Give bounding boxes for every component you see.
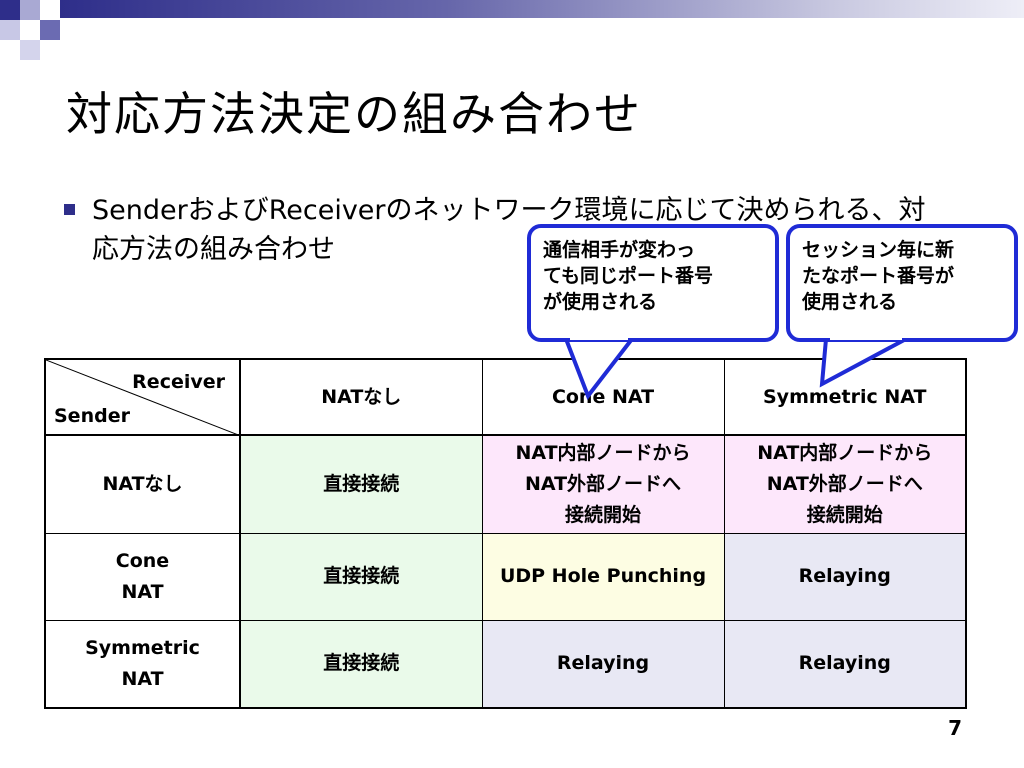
table-row: Cone NAT 直接接続 UDP Hole Punching Relaying [44, 532, 967, 621]
row-header-line: NATなし [102, 472, 183, 495]
table-row: Symmetric NAT 直接接続 Relaying Relaying [44, 619, 967, 709]
table-cell: Relaying [723, 619, 967, 709]
row-header-line: NAT [121, 580, 164, 603]
column-header: Cone NAT [481, 358, 725, 436]
decor-square [20, 0, 40, 20]
callout-line: が使用される [543, 291, 658, 313]
row-header-line: Cone [115, 549, 170, 572]
table-cell: NAT内部ノードから NAT外部ノードへ 接続開始 [481, 434, 725, 534]
callout-cone-nat: 通信相手が変わっ ても同じポート番号 が使用される [527, 224, 779, 342]
cell-line: 接続開始 [806, 503, 883, 526]
cell-line: 直接接続 [323, 652, 400, 675]
table-cell: 直接接続 [239, 434, 483, 534]
decor-square [20, 40, 40, 60]
table-header-row: Receiver Sender NATなし Cone NAT Symmetric… [44, 358, 967, 436]
callout-line: ても同じポート番号 [543, 265, 714, 287]
table-cell: 直接接続 [239, 532, 483, 621]
row-header: Symmetric NAT [44, 619, 241, 709]
corner-receiver-label: Receiver [132, 371, 225, 393]
row-header: NATなし [44, 434, 241, 534]
cell-line: UDP Hole Punching [499, 565, 707, 587]
callout-line: セッション毎に新 [802, 239, 955, 261]
decor-square [0, 20, 20, 40]
table-cell: 直接接続 [239, 619, 483, 709]
diagonal-line [46, 360, 241, 436]
corner-cell: Receiver Sender [44, 358, 241, 436]
cell-line: Relaying [798, 565, 891, 587]
cell-line: NAT外部ノードへ [766, 472, 923, 495]
cell-line: 接続開始 [564, 503, 641, 526]
cell-line: 直接接続 [323, 472, 400, 495]
cell-line: Relaying [798, 652, 891, 675]
corner-sender-label: Sender [54, 405, 130, 427]
nat-combination-table: Receiver Sender NATなし Cone NAT Symmetric… [44, 358, 967, 709]
column-header: NATなし [239, 358, 483, 436]
decor-square [40, 20, 60, 40]
cell-line: NAT内部ノードから [757, 441, 933, 464]
header-gradient-bar [60, 0, 1024, 18]
bullet-text: SenderおよびReceiverのネットワーク環境に応じて決められる、対応方法… [92, 195, 926, 265]
decor-square [20, 20, 41, 40]
cell-line: NAT内部ノードから [515, 441, 691, 464]
column-header: Symmetric NAT [723, 358, 967, 436]
callout-line: 使用される [802, 291, 898, 313]
table-cell: Relaying [723, 532, 967, 621]
bullet-square-icon [64, 204, 75, 215]
table-row: NATなし 直接接続 NAT内部ノードから NAT外部ノードへ 接続開始 NAT… [44, 434, 967, 534]
callout-symmetric-nat: セッション毎に新 たなポート番号が 使用される [786, 224, 1018, 342]
slide-title: 対応方法決定の組み合わせ [66, 87, 642, 141]
page-number: 7 [948, 716, 962, 740]
row-header: Cone NAT [44, 532, 241, 621]
row-header-line: NAT [121, 667, 164, 690]
cell-line: NAT外部ノードへ [524, 472, 682, 495]
cell-line: 直接接続 [323, 565, 400, 587]
callout-line: 通信相手が変わっ [543, 239, 696, 261]
cell-line: Relaying [556, 652, 650, 675]
table-cell: UDP Hole Punching [481, 532, 725, 621]
decor-square [0, 0, 20, 20]
row-header-line: Symmetric [85, 636, 200, 659]
table-cell: Relaying [481, 619, 725, 709]
table-cell: NAT内部ノードから NAT外部ノードへ 接続開始 [723, 434, 967, 534]
callout-line: たなポート番号が [802, 265, 955, 287]
